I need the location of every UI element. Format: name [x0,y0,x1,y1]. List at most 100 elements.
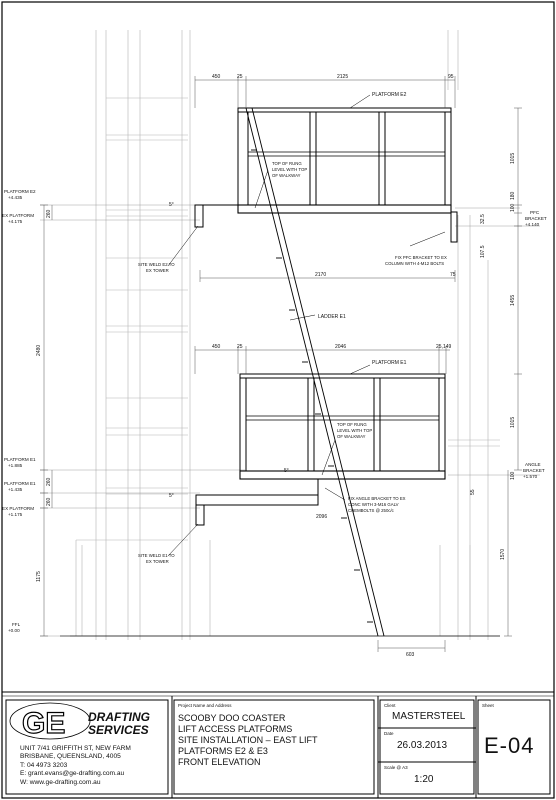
dim-260-c: 260 [46,497,52,506]
svg-text:CHEMBOLTS @ 250c/c: CHEMBOLTS @ 250c/c [348,508,395,513]
ladder-e1 [245,107,385,637]
leader-lines [167,94,446,557]
dimension-lines [40,76,522,652]
sheet-number: E-04 [484,733,535,758]
svg-text:CONC WITH 3-M16 GALV: CONC WITH 3-M16 GALV [348,502,399,507]
svg-text:OF WALKWAY: OF WALKWAY [272,173,301,178]
level-ex-platform-upper: EX PLATFORM +4.175 [2,213,34,224]
svg-text:+1.435: +1.435 [8,487,23,492]
dim-slope-upper: 5° [169,202,174,208]
level-ex-platform-lower: EX PLATFORM +1.175 [2,506,34,517]
dim-260-a: 260 [46,209,52,218]
svg-text:COLUMN WITH 4-M12 BOLTS: COLUMN WITH 4-M12 BOLTS [385,261,444,266]
dim-55: 55 [470,489,476,495]
dim-mid-2046: 2046 [335,344,346,350]
client-caption: Client [384,703,396,708]
dim-top-2125: 2125 [337,74,348,80]
dim-100-upper: 100 [510,203,516,212]
dim-top-450: 450 [212,74,221,80]
svg-text:TOP OF RUNG: TOP OF RUNG [337,422,367,427]
scale-caption: Scale @ A3 [384,765,408,770]
svg-text:BRACKET: BRACKET [523,468,545,473]
platform-e2 [194,107,458,243]
platform-e2-label: PLATFORM E2 [372,92,407,98]
dim-top-95: 95 [448,74,454,80]
svg-text:SITE WELD E2 TO: SITE WELD E2 TO [138,262,175,267]
ladder-e1-label: LADDER E1 [318,314,346,320]
svg-text:PLATFORM E1: PLATFORM E1 [4,481,36,486]
svg-text:OF WALKWAY: OF WALKWAY [337,434,366,439]
svg-text:SITE WELD E1 TO: SITE WELD E1 TO [138,553,175,558]
dim-mid-450: 450 [212,344,221,350]
angle-bracket-level: ANGLE BRACKET +1.570 [523,462,545,479]
dim-2170: 2170 [315,272,326,278]
date-caption: Date [384,731,394,736]
svg-text:+1.175: +1.175 [8,512,23,517]
svg-text:+0.00: +0.00 [8,628,20,633]
dim-1455: 1455 [510,295,516,306]
dim-1015-lower: 1015 [510,417,516,428]
project-line: LIFT ACCESS PLATFORMS [178,724,293,734]
fix-angle-note: FIX ANGLE BRACKET TO EX CONC WITH 3-M16 … [348,496,406,513]
dim-260-b: 260 [46,477,52,486]
dim-mid-25: 25 [237,344,243,350]
svg-text:ANGLE: ANGLE [525,462,541,467]
project-line: FRONT ELEVATION [178,757,261,767]
svg-text:+4.140: +4.140 [525,222,540,227]
project-line: PLATFORMS E2 & E3 [178,746,268,756]
dim-mid-25-149: 25,149 [436,344,452,350]
logo-drafting: DRAFTING [88,710,150,724]
svg-text:FIX ANGLE BRACKET TO EX: FIX ANGLE BRACKET TO EX [348,496,406,501]
scale-value: 1:20 [414,774,434,785]
site-weld-e2-note: SITE WELD E2 TO EX TOWER [138,262,175,273]
project-caption: Project Name and Address [178,703,232,708]
address-block: UNIT 7/41 GRIFFITH ST, NEW FARM BRISBANE… [20,745,170,787]
dim-top-25: 25 [237,74,243,80]
svg-text:BRACKET: BRACKET [525,216,547,221]
ge-logo-mark: GE [9,702,91,741]
fix-pfc-note: FIX PFC BRACKET TO EX COLUMN WITH 4-M12 … [385,255,447,266]
dim-slope-lower: 5° [169,493,174,499]
platform-e1 [195,373,446,526]
dim-1570: 1570 [500,549,506,560]
level-platform-e1-b: PLATFORM E1 +1.435 [4,481,36,492]
svg-text:PFC: PFC [530,210,540,215]
dim-1175: 1175 [36,571,42,582]
svg-text:TOP OF RUNG: TOP OF RUNG [272,161,302,166]
project-line: SITE INSTALLATION – EAST LIFT [178,735,318,745]
svg-text:LEVEL WITH TOP: LEVEL WITH TOP [337,428,372,433]
address-email[interactable]: E: grant.evans@ge-drafting.com.au [20,770,125,778]
svg-text:PLATFORM E1: PLATFORM E1 [4,457,36,462]
dim-1015-upper: 1015 [510,153,516,164]
dim-180: 180 [510,191,516,200]
svg-text:FFL: FFL [12,622,21,627]
project-line: SCOOBY DOO COASTER [178,713,286,723]
logo-services: SERVICES [88,723,149,737]
level-lines [40,204,540,637]
title-block-frame [2,691,554,798]
svg-text:+4.435: +4.435 [8,195,23,200]
dim-100-lower: 100 [510,471,516,480]
address-line: BRISBANE, QUEENSLAND, 4005 [20,753,121,761]
svg-text:+1.885: +1.885 [8,463,23,468]
dim-603: 603 [406,652,415,658]
address-web[interactable]: W: www.ge-drafting.com.au [20,778,101,786]
svg-text:EX TOWER: EX TOWER [146,268,169,273]
dim-107-5: 107.5 [480,245,486,258]
top-of-rung-lower-note: TOP OF RUNG LEVEL WITH TOP OF WALKWAY [337,422,372,439]
dim-75: 75 [450,272,456,278]
svg-text:EX PLATFORM: EX PLATFORM [2,213,34,218]
dim-2480: 2480 [36,345,42,356]
dim-2096: 2096 [316,514,327,520]
address-line: T: 04 4973 3203 [20,761,68,769]
project-name-block: SCOOBY DOO COASTER LIFT ACCESS PLATFORMS… [178,713,373,768]
address-line: UNIT 7/41 GRIFFITH ST, NEW FARM [20,745,131,752]
dim-slope-mid: 5° [284,468,289,474]
level-ffl: FFL +0.00 [8,622,21,633]
platform-e1-label: PLATFORM E1 [372,360,407,366]
pfc-bracket-level: PFC BRACKET +4.140 [525,210,547,227]
sheet-caption: Sheet [482,703,494,708]
svg-text:GE: GE [22,707,65,740]
